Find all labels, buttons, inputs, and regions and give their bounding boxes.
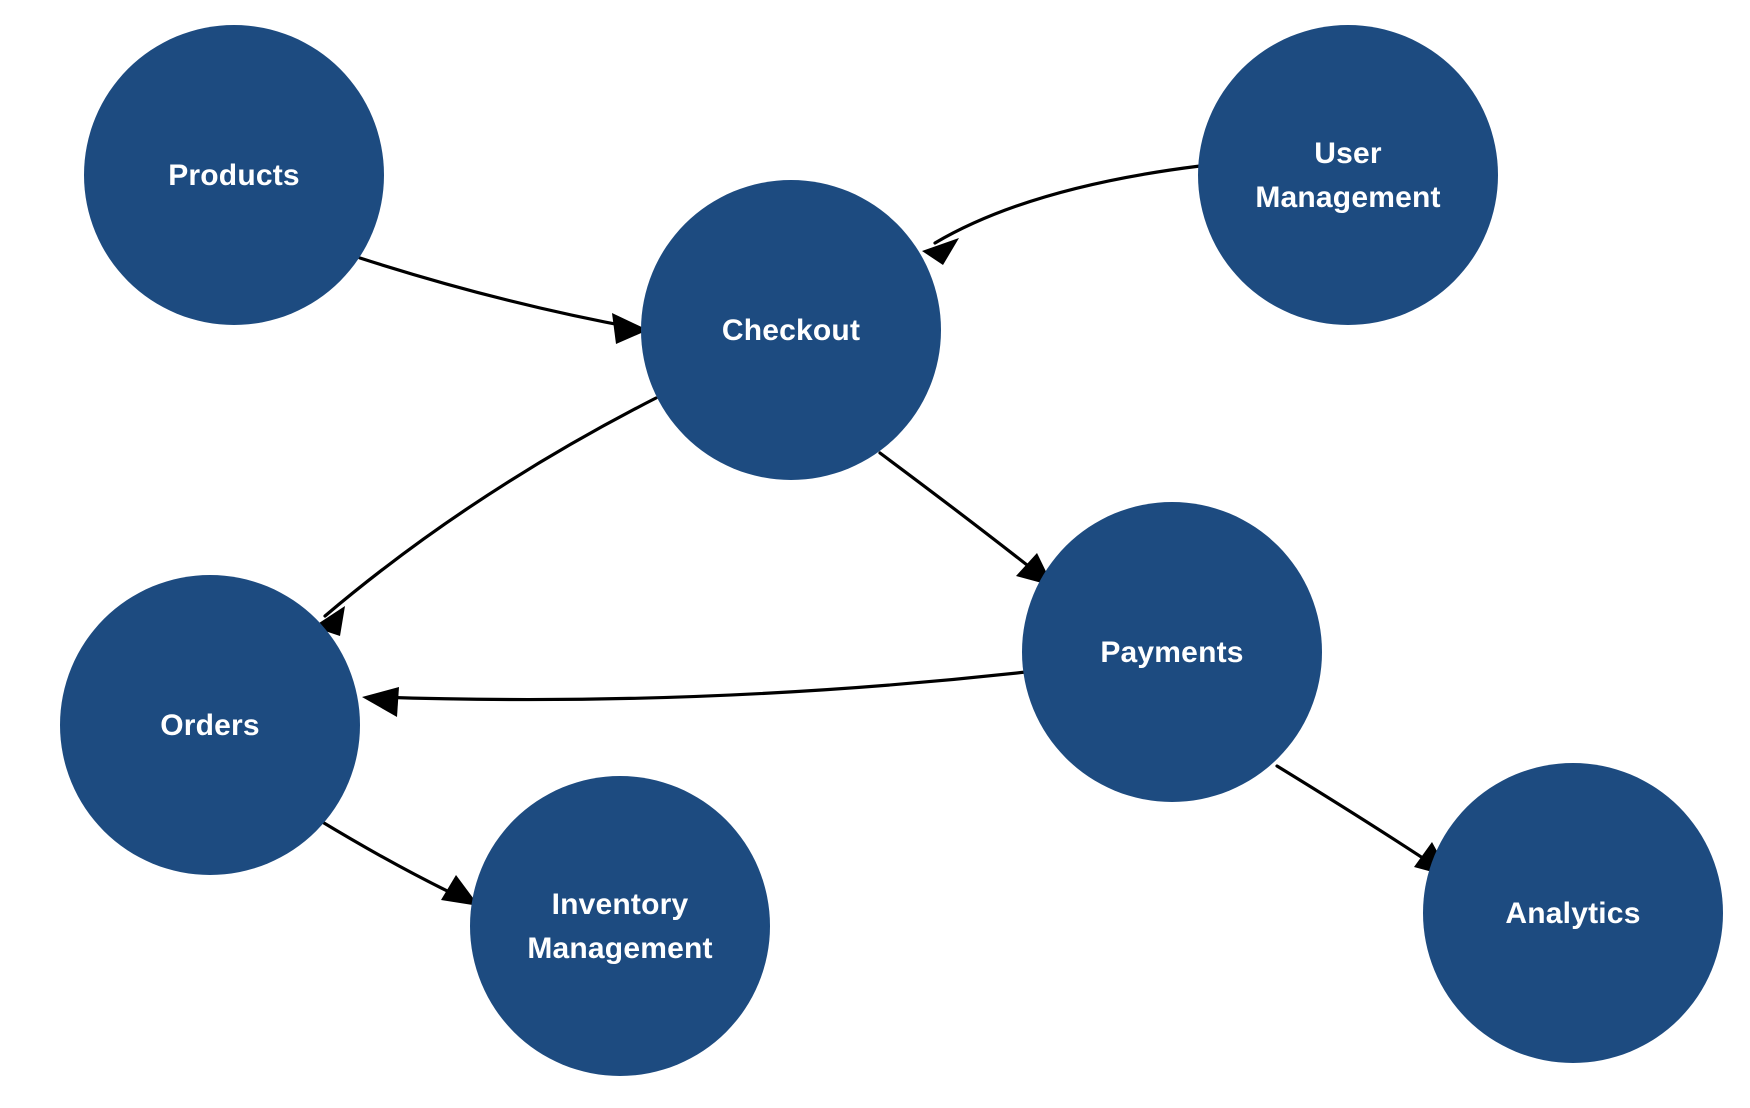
edge-line — [323, 396, 658, 618]
node-circle — [1198, 25, 1498, 325]
edge-line — [317, 818, 468, 902]
edge-orders-to-inventory-management[interactable] — [317, 818, 479, 906]
node-circle — [470, 776, 770, 1076]
node-circle — [60, 575, 360, 875]
node-payments[interactable]: Payments — [1022, 502, 1322, 802]
edge-checkout-to-orders[interactable] — [313, 396, 658, 636]
node-circle — [1423, 763, 1723, 1063]
edge-line — [933, 164, 1202, 245]
edge-line — [358, 256, 638, 330]
arrowhead-icon — [612, 313, 648, 344]
arrowhead-icon — [362, 687, 399, 717]
edge-line — [375, 670, 1028, 702]
arrowhead-icon — [922, 238, 959, 265]
edge-line — [878, 451, 1043, 578]
edge-products-to-checkout[interactable] — [358, 256, 648, 344]
edge-line — [1275, 764, 1440, 870]
node-circle — [1022, 502, 1322, 802]
edge-payments-to-analytics[interactable] — [1275, 764, 1451, 877]
node-products[interactable]: Products — [84, 25, 384, 325]
nodes-layer: Products Checkout User Management Orders… — [60, 25, 1723, 1076]
edge-user-management-to-checkout[interactable] — [922, 164, 1202, 265]
edges-layer — [313, 164, 1451, 906]
node-user-management[interactable]: User Management — [1198, 25, 1498, 325]
arrowhead-icon — [441, 875, 479, 906]
node-checkout[interactable]: Checkout — [641, 180, 941, 480]
node-circle — [84, 25, 384, 325]
edge-checkout-to-payments[interactable] — [878, 451, 1053, 586]
node-inventory-management[interactable]: Inventory Management — [470, 776, 770, 1076]
node-circle — [641, 180, 941, 480]
node-analytics[interactable]: Analytics — [1423, 763, 1723, 1063]
node-orders[interactable]: Orders — [60, 575, 360, 875]
edge-payments-to-orders[interactable] — [362, 670, 1028, 717]
